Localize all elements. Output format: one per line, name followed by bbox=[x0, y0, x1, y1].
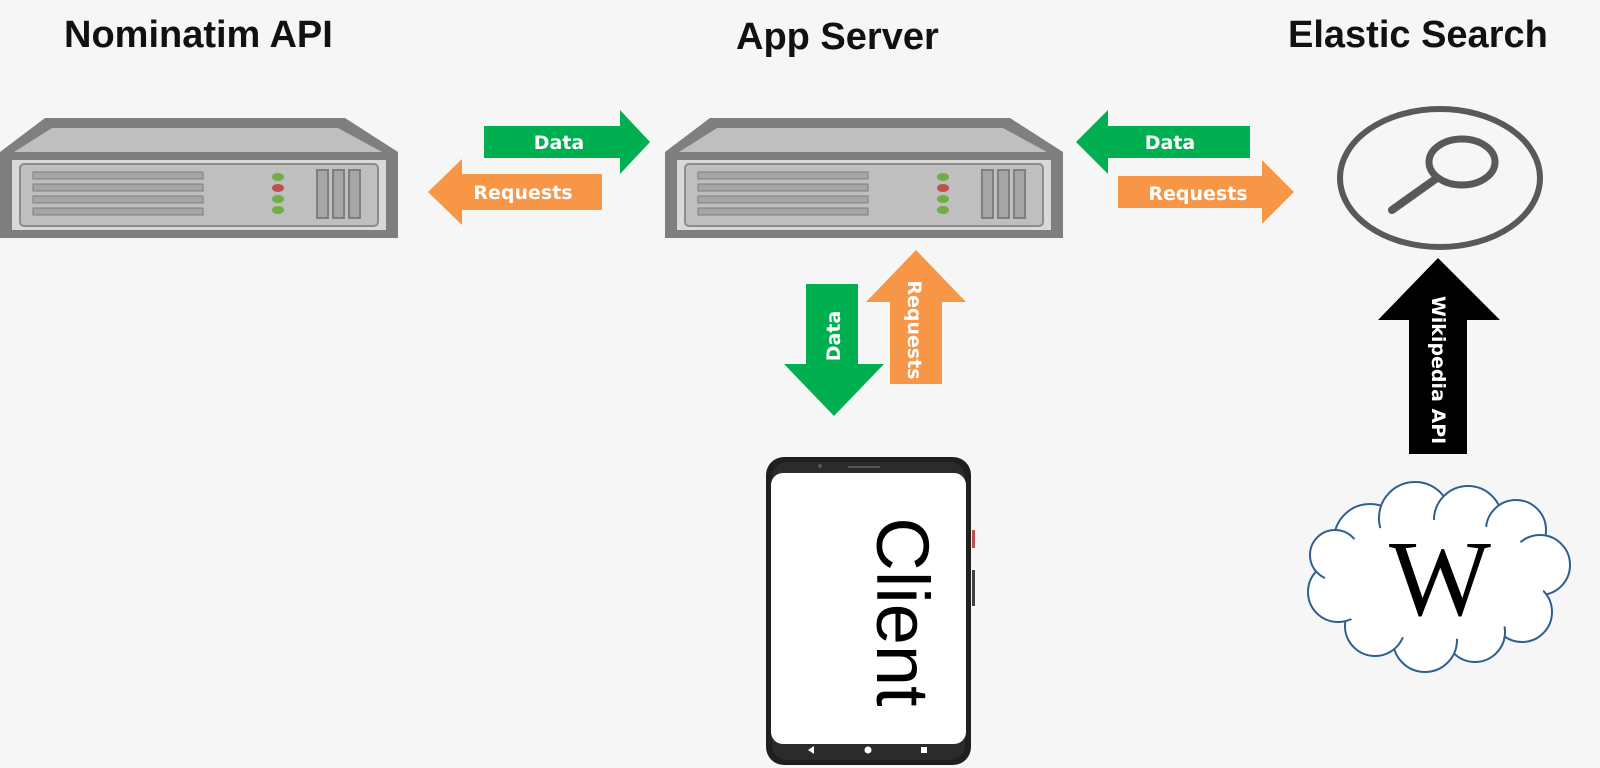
client-data-arrow: Data bbox=[784, 284, 884, 416]
app-server-title: App Server bbox=[736, 16, 939, 58]
wikipedia-api-arrow: Wikipedia API bbox=[1378, 258, 1500, 454]
wikipedia-api-label: Wikipedia API bbox=[1427, 296, 1449, 444]
nominatim-requests-arrow: Requests bbox=[428, 159, 602, 225]
cloud-icon bbox=[1307, 481, 1571, 673]
app-server-icon bbox=[664, 117, 1064, 239]
nominatim-data-arrow: Data bbox=[484, 110, 650, 174]
nominatim-requests-label: Requests bbox=[473, 182, 572, 204]
client-data-label: Data bbox=[823, 311, 845, 362]
nominatim-server-icon bbox=[0, 117, 399, 239]
wikipedia-logo: W bbox=[1389, 520, 1491, 639]
nominatim-title: Nominatim API bbox=[64, 14, 333, 56]
elastic-requests-arrow: Requests bbox=[1118, 160, 1294, 224]
search-icon bbox=[1337, 106, 1543, 250]
elastic-requests-label: Requests bbox=[1148, 183, 1247, 205]
elastic-data-arrow: Data bbox=[1076, 110, 1250, 174]
elastic-data-label: Data bbox=[1145, 132, 1196, 154]
client-label: Client bbox=[861, 517, 944, 707]
client-requests-arrow: Requests bbox=[866, 250, 966, 384]
client-requests-label: Requests bbox=[903, 280, 925, 379]
elastic-search-title: Elastic Search bbox=[1288, 14, 1548, 56]
phone-icon bbox=[766, 457, 975, 765]
nominatim-data-label: Data bbox=[534, 132, 585, 154]
